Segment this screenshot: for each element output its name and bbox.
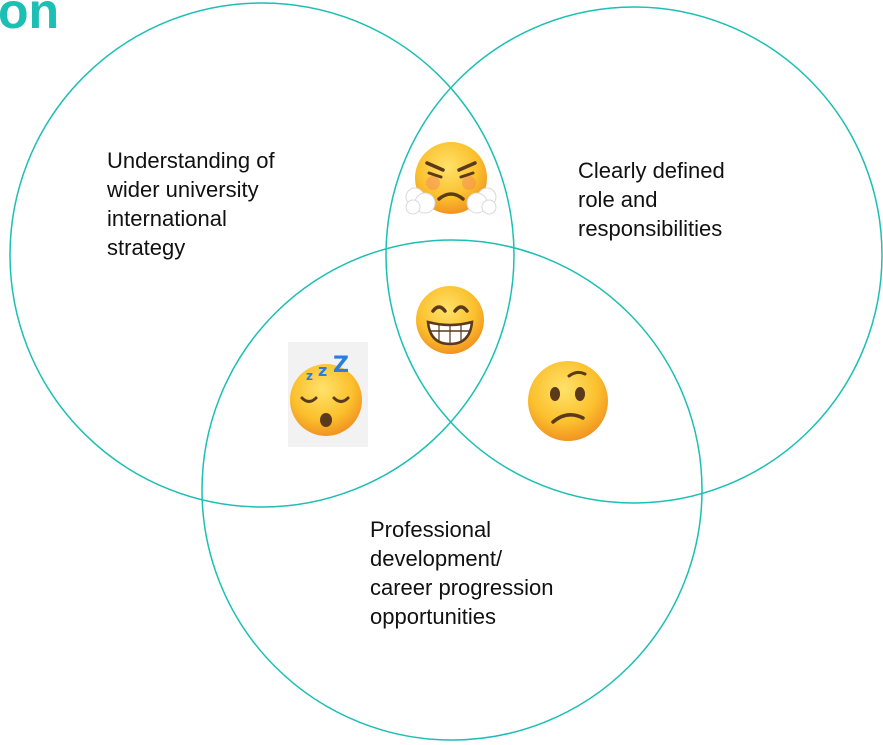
svg-text:z: z (318, 361, 327, 380)
venn-circle-left (9, 2, 515, 508)
frustrated-face-icon (405, 139, 497, 219)
circle-label-strategy: Understanding of wider university intern… (107, 148, 275, 260)
venn-circle-bottom (201, 239, 703, 741)
confused-face-icon (525, 358, 611, 444)
venn-circle-right (385, 6, 883, 504)
svg-text:z: z (306, 369, 313, 383)
circle-label-development: Professional development/ career progres… (370, 517, 554, 629)
circle-label-role: Clearly defined role and responsibilitie… (578, 158, 725, 241)
grinning-face-icon (414, 284, 486, 356)
sleeping-face-icon: z z Z (288, 342, 368, 447)
title-fragment: on (0, 0, 60, 39)
svg-text:Z: Z (333, 353, 349, 378)
